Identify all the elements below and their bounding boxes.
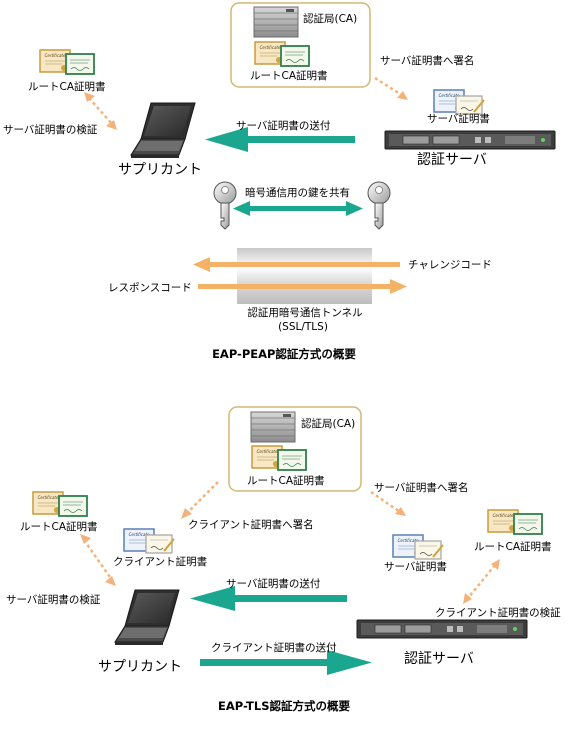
- tls-send-server-cert-label: サーバ証明書の送付: [226, 578, 321, 590]
- peap-supplicant-certificate-icon: [39, 49, 95, 75]
- peap-ca-root-cert-label: ルートCA証明書: [250, 70, 328, 82]
- peap-key-icon-right: [367, 181, 391, 230]
- tls-verify-server-cert-label: サーバ証明書の検証: [6, 594, 101, 606]
- tls-server-cert-label: サーバ証明書: [384, 561, 447, 573]
- tls-laptop-icon: [114, 589, 180, 646]
- tls-server-root-certificate-icon: [487, 509, 543, 535]
- peap-tunnel: [237, 248, 372, 304]
- tls-auth-server-label: 認証サーバ: [404, 651, 474, 667]
- peap-key-icon-left: [213, 181, 237, 230]
- tls-server-rack-icon: [356, 619, 528, 639]
- tls-supplicant-root-cert-label: ルートCA証明書: [20, 521, 98, 533]
- peap-supplicant-root-cert-label: ルートCA証明書: [28, 81, 106, 93]
- peap-send-server-cert-label: サーバ証明書の送付: [236, 120, 331, 132]
- peap-server-cert-label: サーバ証明書: [427, 113, 490, 125]
- peap-server-rack-icon: [384, 130, 556, 150]
- tls-send-client-cert-label: クライアント証明書の送付: [211, 642, 337, 654]
- peap-response-label: レスポンスコード: [108, 282, 192, 294]
- tls-client-certificate-icon: [123, 528, 175, 554]
- peap-verify-server-cert-label: サーバ証明書の検証: [3, 124, 98, 136]
- tls-title: EAP-TLS認証方式の概要: [217, 699, 351, 713]
- peap-tunnel-label-line2: (SSL/TLS): [278, 321, 328, 333]
- tls-server-root-cert-label: ルートCA証明書: [474, 541, 552, 553]
- tls-server-certificate-icon: [392, 534, 444, 560]
- peap-ca-server-icon: [253, 6, 299, 38]
- peap-server-certificate-icon: [433, 89, 485, 115]
- peap-title: EAP-PEAP認証方式の概要: [212, 347, 356, 361]
- peap-shared-key-label: 暗号通信用の鍵を共有: [245, 187, 350, 199]
- peap-tunnel-label-line1: 認証用暗号通信トンネル: [247, 307, 363, 319]
- tls-supplicant-certificate-icon: [32, 491, 88, 517]
- peap-ca-label: 認証局(CA): [303, 13, 358, 25]
- peap-challenge-label: チャレンジコード: [408, 259, 492, 271]
- tls-verify-client-cert-label: クライアント証明書の検証: [435, 607, 561, 619]
- peap-supplicant-label: サプリカント: [118, 162, 202, 178]
- tls-sign-server-cert-label: サーバ証明書へ署名: [374, 482, 469, 494]
- tls-ca-label: 認証局(CA): [301, 418, 356, 430]
- tls-ca-certificate-icon: [251, 445, 307, 471]
- peap-auth-server-label: 認証サーバ: [417, 152, 487, 168]
- peap-ca-certificate-icon: [254, 41, 310, 67]
- peap-laptop-icon: [130, 102, 196, 159]
- peap-sign-server-cert-label: サーバ証明書へ署名: [380, 55, 475, 67]
- tls-supplicant-label: サプリカント: [98, 659, 182, 675]
- tls-client-cert-label: クライアント証明書: [113, 556, 208, 568]
- tls-ca-root-cert-label: ルートCA証明書: [247, 475, 325, 487]
- tls-sign-client-cert-label: クライアント証明書へ署名: [188, 519, 314, 531]
- tls-ca-server-icon: [250, 411, 296, 443]
